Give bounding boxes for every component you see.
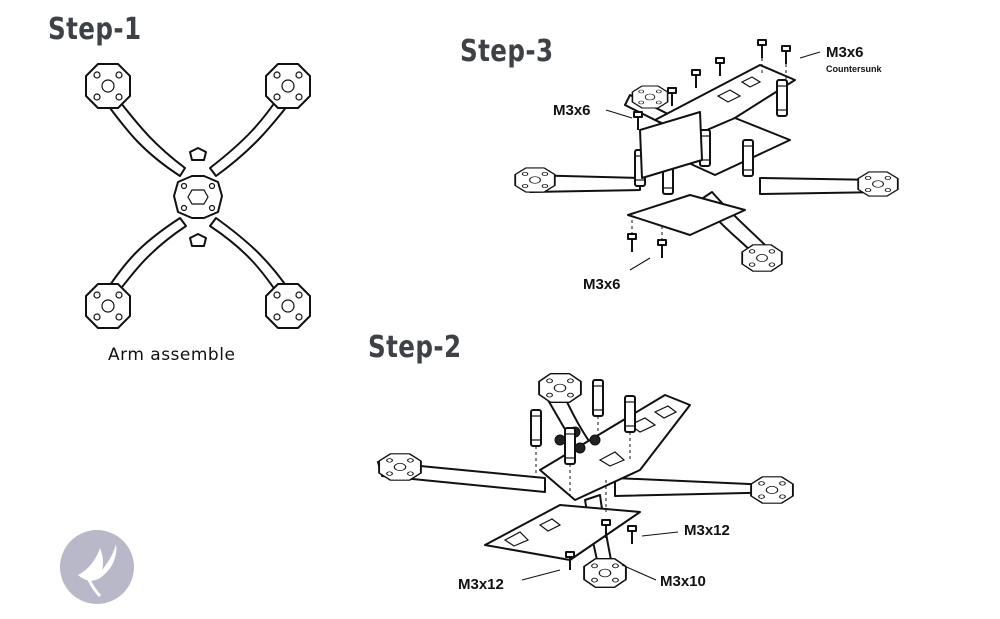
step1-title: Step-1 xyxy=(48,12,142,47)
step1-arms-diagram xyxy=(85,63,311,329)
step2-left-screw-label: M3x12 xyxy=(458,576,504,593)
bird-logo-icon xyxy=(60,530,134,604)
step1-nut-top xyxy=(189,147,207,161)
arm-assemble-caption: Arm assemble xyxy=(108,345,236,365)
step3-countersunk-label: Countersunk xyxy=(826,64,882,74)
step1-arm-top-right xyxy=(209,63,311,177)
step1-arm-bottom-right xyxy=(209,217,311,329)
step1-center-plate xyxy=(173,175,223,219)
step2-title: Step-2 xyxy=(368,330,462,365)
step3-bottom-screw-label: M3x6 xyxy=(583,276,621,293)
step1-arm-bottom-left xyxy=(85,217,187,329)
step3-top-screw-label: M3x6 xyxy=(826,44,864,61)
step1-nut-bottom xyxy=(189,233,207,247)
step3-stack-diagram xyxy=(514,39,899,273)
step1-arm-top-left xyxy=(85,63,186,177)
step2-bottom-screw-label: M3x10 xyxy=(660,573,706,590)
step3-left-screw-label: M3x6 xyxy=(553,102,591,119)
step2-right-screw-label: M3x12 xyxy=(684,522,730,539)
step2-frame-diagram xyxy=(377,372,794,589)
step3-title: Step-3 xyxy=(460,34,554,69)
